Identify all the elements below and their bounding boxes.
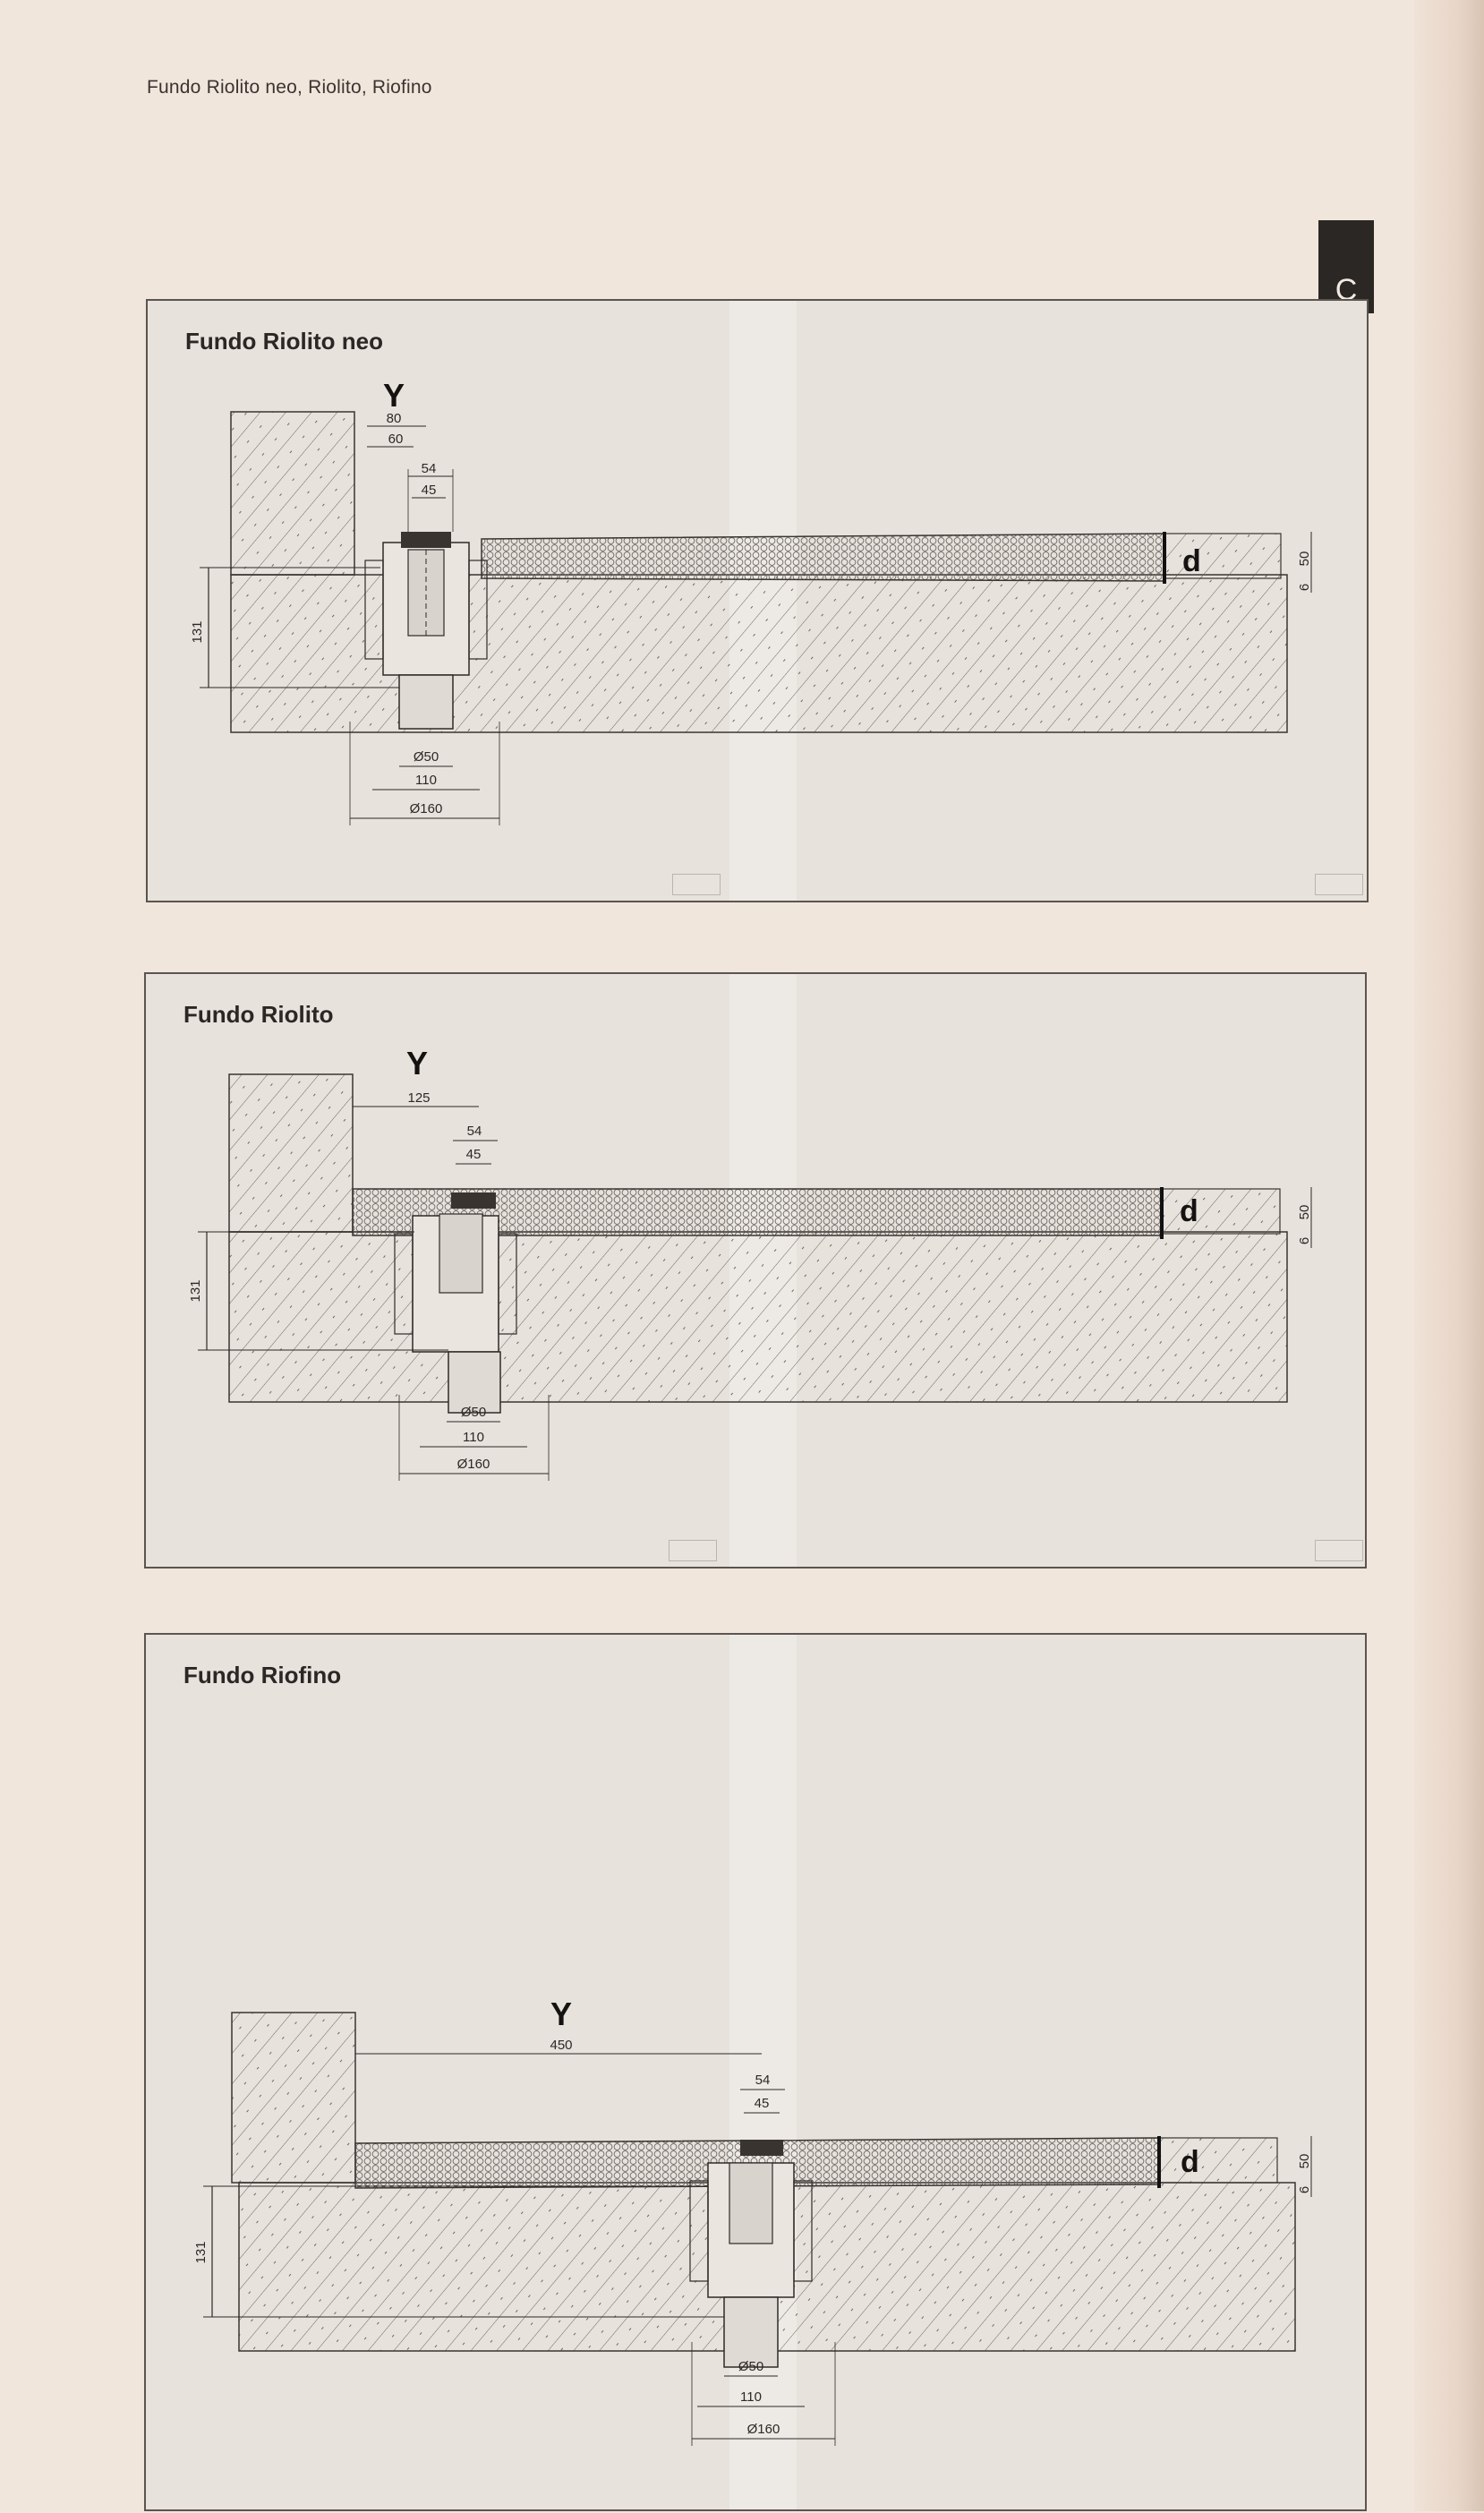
- wall: [230, 411, 355, 576]
- bottom-dim: 110: [463, 1430, 484, 1445]
- panel-riolito: Fundo Riolito 131 Y 125 54: [144, 972, 1367, 1568]
- d-label: d: [1181, 2145, 1199, 2179]
- panel-title: Fundo Riofino: [183, 1662, 342, 1688]
- top-dim: 45: [755, 2096, 770, 2111]
- bottom-dim: Ø50: [414, 749, 439, 765]
- right-dim: 50: [1297, 1205, 1312, 1220]
- tile: [1164, 533, 1282, 579]
- wall: [231, 2012, 356, 2184]
- right-dim: 50: [1297, 2154, 1312, 2169]
- panel-riofino: Fundo Riofino 131 Y 450 54: [144, 1633, 1367, 2511]
- right-dim: 6: [1297, 2186, 1312, 2193]
- bottom-dim: 110: [740, 2389, 762, 2405]
- y-dim: 450: [550, 2038, 572, 2053]
- right-dim: 6: [1297, 584, 1312, 591]
- bottom-dim: Ø50: [461, 1405, 486, 1420]
- top-dim: 45: [466, 1147, 482, 1162]
- corner-mark: [1315, 874, 1363, 895]
- corner-mark: [669, 1540, 717, 1561]
- y-label: Y: [383, 377, 405, 414]
- drain-head: [740, 2140, 783, 2156]
- tile: [1161, 1188, 1281, 1235]
- page-edge: [1414, 0, 1484, 2511]
- d-label: d: [1182, 544, 1201, 578]
- panel-riolito-neo: Fundo Riolito neo 131: [146, 299, 1369, 902]
- bottom-dim: Ø50: [738, 2359, 763, 2374]
- bottom-dim: Ø160: [747, 2422, 780, 2437]
- bottom-dim: 110: [415, 773, 437, 788]
- y-label: Y: [406, 1045, 428, 1081]
- section-drawing: 131 Y 450 54 45 Ø50 110 Ø160 d 50 6: [193, 1996, 1312, 2446]
- drain-head: [401, 532, 451, 548]
- drain-head: [451, 1192, 496, 1209]
- corner-mark: [1315, 1540, 1363, 1561]
- running-title: Fundo Riolito neo, Riolito, Riofino: [147, 77, 432, 98]
- y-dim: 80: [387, 411, 402, 426]
- foundation: [228, 1231, 1288, 1403]
- y-dim: 60: [388, 432, 404, 447]
- right-dim: 6: [1297, 1237, 1312, 1244]
- top-dim: 45: [422, 483, 437, 498]
- height-dim: 131: [193, 2241, 209, 2263]
- top-dim: 54: [755, 2073, 771, 2088]
- height-dim: 131: [190, 620, 205, 643]
- drain-pipe: [448, 1351, 501, 1414]
- top-dim: 54: [422, 461, 437, 476]
- y-dim: 125: [407, 1090, 430, 1106]
- d-label: d: [1180, 1194, 1198, 1228]
- height-dim: 131: [188, 1279, 203, 1302]
- panel-title: Fundo Riolito: [183, 1001, 334, 1028]
- section-drawing: 131 Y 80 60 54 45 Ø50 110 Ø160 d 50 6: [190, 377, 1312, 825]
- bottom-dim: Ø160: [410, 801, 443, 816]
- drain-pipe: [398, 674, 454, 730]
- corner-mark: [672, 874, 721, 895]
- y-label: Y: [550, 1996, 572, 2032]
- panel-title: Fundo Riolito neo: [185, 328, 383, 355]
- chapter-tab: C: [1318, 220, 1374, 313]
- section-drawing: 131 Y 125 54 45 Ø50 110 Ø160 d 50 6: [188, 1045, 1312, 1481]
- right-dim: 50: [1297, 551, 1312, 567]
- top-dim: 54: [467, 1124, 482, 1139]
- drain-pipe: [723, 2296, 779, 2368]
- bottom-dim: Ø160: [457, 1457, 490, 1472]
- shower-tray: [481, 533, 1165, 582]
- wall: [228, 1073, 354, 1233]
- tile: [1158, 2137, 1278, 2184]
